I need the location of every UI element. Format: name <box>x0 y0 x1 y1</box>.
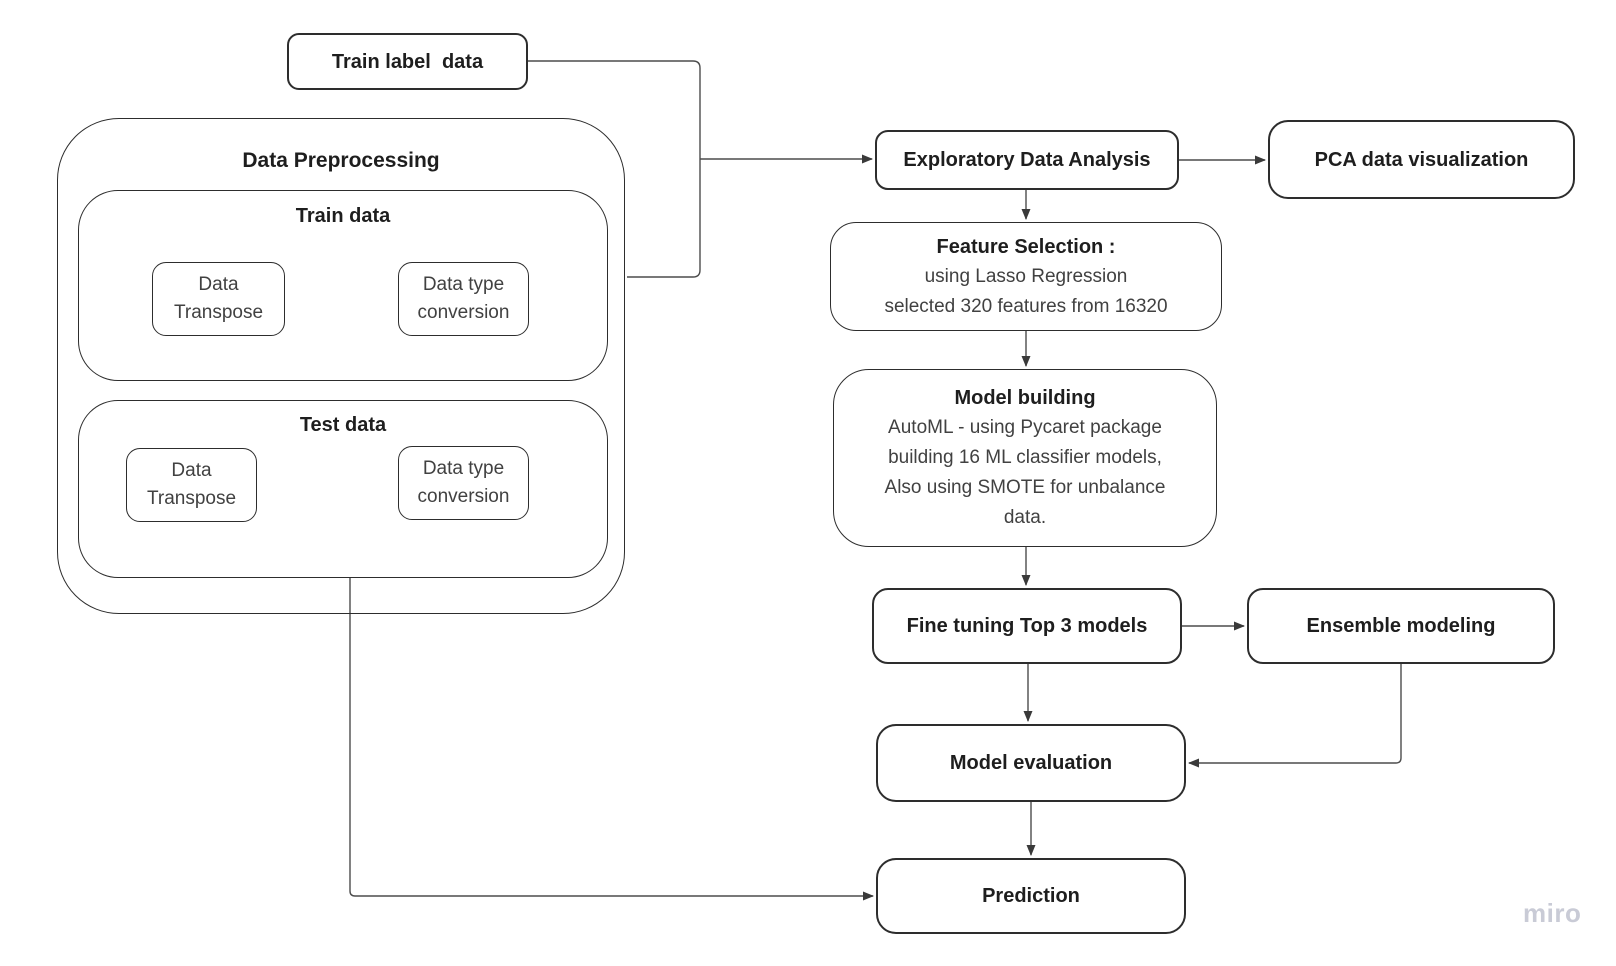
node-exploratory-data-analysis[interactable]: Exploratory Data Analysis <box>875 130 1179 190</box>
model-building-line-1: AutoML - using Pycaret package <box>888 417 1162 438</box>
ensemble-modeling-text: Ensemble modeling <box>1306 615 1496 637</box>
feature-selection-title: Feature Selection : <box>936 235 1116 258</box>
fine-tuning-text: Fine tuning Top 3 models <box>906 615 1148 637</box>
connector-testdata-prediction[interactable] <box>349 578 874 901</box>
exploratory-data-analysis-text: Exploratory Data Analysis <box>903 149 1151 171</box>
miro-watermark: miro <box>1523 898 1582 928</box>
node-model-building[interactable]: Model building AutoML - using Pycaret pa… <box>833 369 1217 547</box>
test-data-transpose-text: Data Transpose <box>146 460 237 509</box>
model-building-title: Model building <box>954 387 1096 409</box>
test-data-title: Test data <box>299 414 387 436</box>
model-building-line-3: Also using SMOTE for unbalance <box>884 477 1166 498</box>
data-preprocessing-title: Data Preprocessing <box>242 149 440 172</box>
model-evaluation-text: Model evaluation <box>949 752 1113 774</box>
model-building-line-2: building 16 ML classifier models, <box>888 447 1162 468</box>
group-train-data[interactable]: Train data <box>78 190 608 381</box>
node-train-label-data[interactable]: Train label data <box>287 33 528 90</box>
node-feature-selection[interactable]: Feature Selection : using Lasso Regressi… <box>830 222 1222 331</box>
model-building-line-4: data. <box>1003 507 1047 528</box>
node-pca-data-visualization[interactable]: PCA data visualization <box>1268 120 1575 199</box>
node-fine-tuning-top-3-models[interactable]: Fine tuning Top 3 models <box>872 588 1182 664</box>
prediction-text: Prediction <box>982 885 1080 907</box>
train-data-title: Train data <box>295 205 391 227</box>
test-data-type-conversion-text: Data type conversion <box>417 458 510 507</box>
pca-data-visualization-text: PCA data visualization <box>1314 148 1529 171</box>
node-prediction[interactable]: Prediction <box>876 858 1186 934</box>
train-data-transpose-text: Data Transpose <box>173 274 264 323</box>
feature-selection-line-2: selected 320 features from 16320 <box>884 295 1168 317</box>
train-label-data-text: Train label data <box>331 50 484 73</box>
node-train-data-type-conversion[interactable]: Data type conversion <box>398 262 529 336</box>
node-test-data-type-conversion[interactable]: Data type conversion <box>398 446 529 520</box>
connector-ensemble-modelevaluation[interactable] <box>1188 664 1402 768</box>
node-ensemble-modeling[interactable]: Ensemble modeling <box>1247 588 1555 664</box>
group-test-data[interactable]: Test data <box>78 400 608 578</box>
node-test-data-transpose[interactable]: Data Transpose <box>126 448 257 522</box>
group-data-preprocessing[interactable]: Data Preprocessing <box>57 118 625 614</box>
train-data-type-conversion-text: Data type conversion <box>417 274 510 323</box>
node-model-evaluation[interactable]: Model evaluation <box>876 724 1186 802</box>
node-train-data-transpose[interactable]: Data Transpose <box>152 262 285 336</box>
connector-trainlabel-preprocessing[interactable] <box>528 60 701 278</box>
feature-selection-line-1: using Lasso Regression <box>924 265 1128 287</box>
